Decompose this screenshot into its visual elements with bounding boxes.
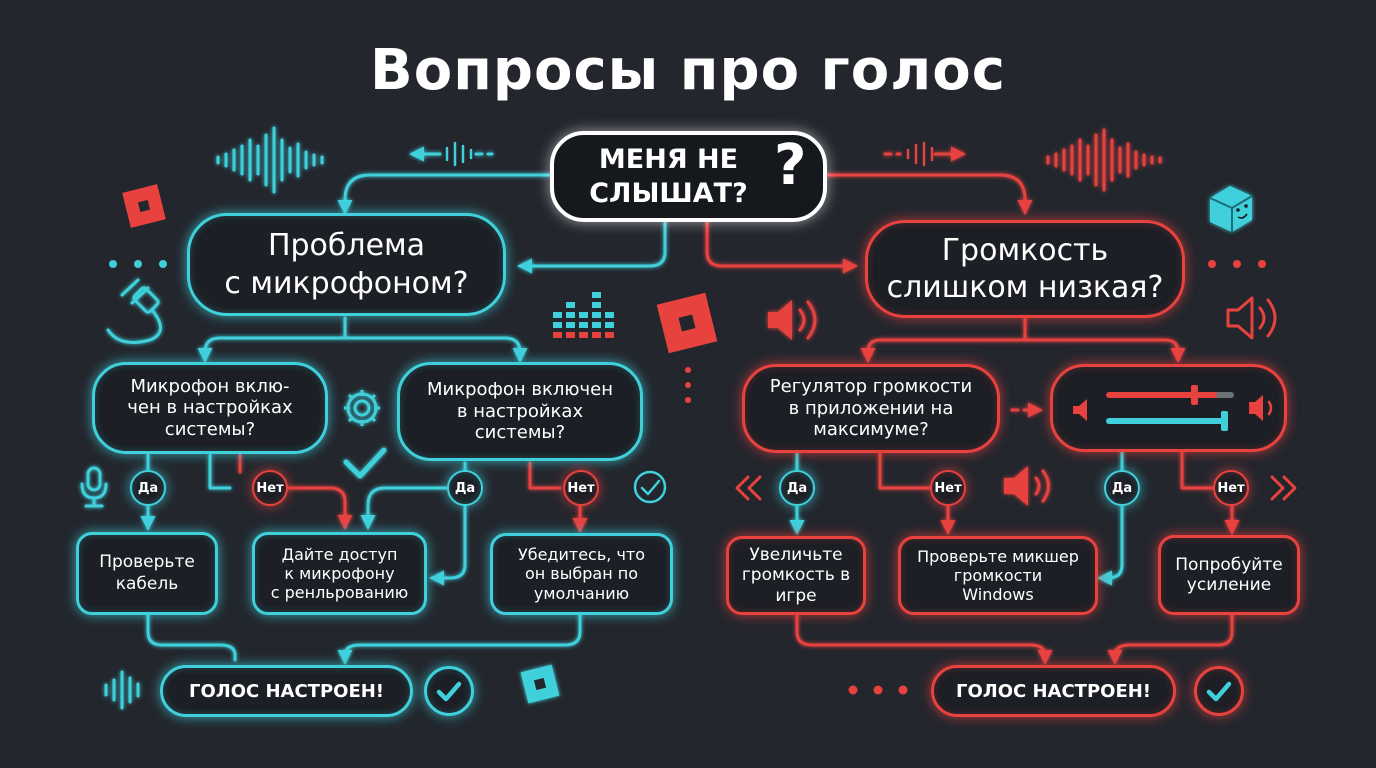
- speaker-icon: [768, 300, 817, 340]
- right-q1-text: Регулятор громкости в приложении на макс…: [769, 376, 973, 441]
- link-q2-yes-2: [360, 486, 448, 530]
- checkmark-icon: [633, 470, 667, 504]
- right-answer-3: Попробуйте усиление: [1158, 535, 1300, 615]
- left-answer-1-text: Проверьте кабель: [99, 552, 195, 594]
- right-question-text: Громкость слишком низкая?: [886, 232, 1164, 306]
- left-result-text: ГОЛОС НАСТРОЕН!: [188, 680, 385, 702]
- slider-yes-badge: Да: [1104, 470, 1140, 506]
- speaker-icon: [1226, 296, 1277, 340]
- cube-icon: [1209, 186, 1253, 232]
- link-slider-yes-2: [1097, 504, 1124, 586]
- link-root-left-question: [337, 173, 552, 215]
- equalizer-icon: [553, 292, 614, 338]
- right-q1-node: Регулятор громкости в приложении на макс…: [742, 364, 1000, 453]
- decor-dots-cyan: [109, 260, 167, 268]
- link-q2-yes-3: [429, 504, 467, 586]
- link-rq1-no: [878, 451, 932, 490]
- left-q1-yes-badge: Да: [130, 470, 166, 506]
- link-root-right-question-2: [705, 220, 858, 274]
- decor-dots-red: [685, 260, 1266, 695]
- right-result-text: ГОЛОС НАСТРОЕН!: [955, 680, 1152, 702]
- right-result-node: ГОЛОС НАСТРОЕН!: [931, 665, 1176, 717]
- link-left-a3-result: [337, 613, 582, 665]
- sound-wave-icon: [216, 126, 324, 194]
- link-left-q1: [197, 316, 347, 363]
- left-answer-2-text: Дайте доступ к микрофону с ренльрованию: [270, 544, 409, 603]
- right-answer-3-text: Попробуйте усиление: [1175, 554, 1283, 595]
- gear-icon: [344, 390, 380, 426]
- roblox-logo-icon: [656, 292, 718, 354]
- link-right-a3-result: [1107, 613, 1234, 665]
- right-result-check-icon: [1194, 666, 1244, 716]
- plug-icon: [106, 278, 162, 344]
- root-question-mark: ?: [774, 133, 807, 198]
- speaker-icon: [1004, 466, 1050, 506]
- right-answer-2: Проверьте микшер громкости Windows: [898, 536, 1098, 615]
- link-left-a1-result: [146, 613, 237, 662]
- volume-slider-node: [1050, 364, 1287, 452]
- sound-wave-icon: [104, 670, 140, 710]
- roblox-logo-icon: [520, 664, 560, 704]
- right-q1-no-badge: Нет: [930, 470, 966, 506]
- left-question-text: Проблема с микрофоном?: [224, 228, 469, 301]
- link-q2-no: [528, 461, 562, 490]
- volume-slider-icon: [1072, 385, 1272, 431]
- sound-wave-icon: [906, 141, 934, 167]
- link-right-q1: [860, 316, 1027, 363]
- link-right-a1-result: [795, 613, 1053, 665]
- right-answer-2-text: Проверьте микшер громкости Windows: [917, 546, 1079, 605]
- right-answer-1: Увеличьте громкость в игре: [726, 536, 866, 615]
- slider-no-badge: Нет: [1213, 470, 1249, 506]
- left-q1-no-badge: Нет: [252, 470, 288, 506]
- link-left-q2: [343, 336, 528, 363]
- left-answer-2: Дайте доступ к микрофону с ренльрованию: [252, 532, 427, 615]
- left-result-node: ГОЛОС НАСТРОЕН!: [160, 665, 413, 717]
- left-result-check-icon: [424, 666, 474, 716]
- left-q1-node: Микрофон вклю- чен в настройках системы?: [92, 362, 328, 454]
- left-q2-text: Микрофон включен в настройках системы?: [426, 379, 614, 444]
- page-title: Вопросы про голос: [370, 38, 1006, 103]
- right-question-node: Громкость слишком низкая?: [865, 220, 1185, 318]
- link-right-slider: [1023, 338, 1186, 363]
- link-root-right-question: [823, 173, 1033, 215]
- left-answer-3: Убедитесь, что он выбран по умолчанию: [490, 533, 673, 615]
- sound-wave-icon: [445, 141, 473, 167]
- roblox-logo-icon: [122, 184, 166, 228]
- left-question-node: Проблема с микрофоном?: [187, 213, 506, 316]
- left-q2-node: Микрофон включен в настройках системы?: [397, 362, 643, 461]
- left-q1-text: Микрофон вклю- чен в настройках системы?: [127, 375, 293, 440]
- sound-wave-icon: [1046, 128, 1162, 192]
- double-chevron-icon: [735, 475, 762, 501]
- link-root-left-question-2: [517, 220, 667, 274]
- root-question: МЕНЯ НЕ СЛЫШАТ?: [550, 131, 827, 222]
- root-question-text: МЕНЯ НЕ СЛЫШАТ?: [589, 143, 748, 209]
- link-slider-no: [1180, 450, 1215, 490]
- double-chevron-icon: [1270, 475, 1297, 501]
- left-answer-3-text: Убедитесь, что он выбран по умолчанию: [517, 545, 646, 603]
- link-q1-mid: [208, 453, 232, 490]
- left-answer-1: Проверьте кабель: [76, 532, 218, 615]
- microphone-icon: [80, 466, 108, 508]
- checkmark-icon: [343, 447, 387, 479]
- right-answer-1-text: Увеличьте громкость в игре: [741, 544, 851, 606]
- link-q1-no-2: [286, 486, 353, 530]
- right-q1-yes-badge: Да: [779, 470, 815, 506]
- left-q2-yes-badge: Да: [447, 470, 483, 506]
- left-q2-no-badge: Нет: [563, 470, 599, 506]
